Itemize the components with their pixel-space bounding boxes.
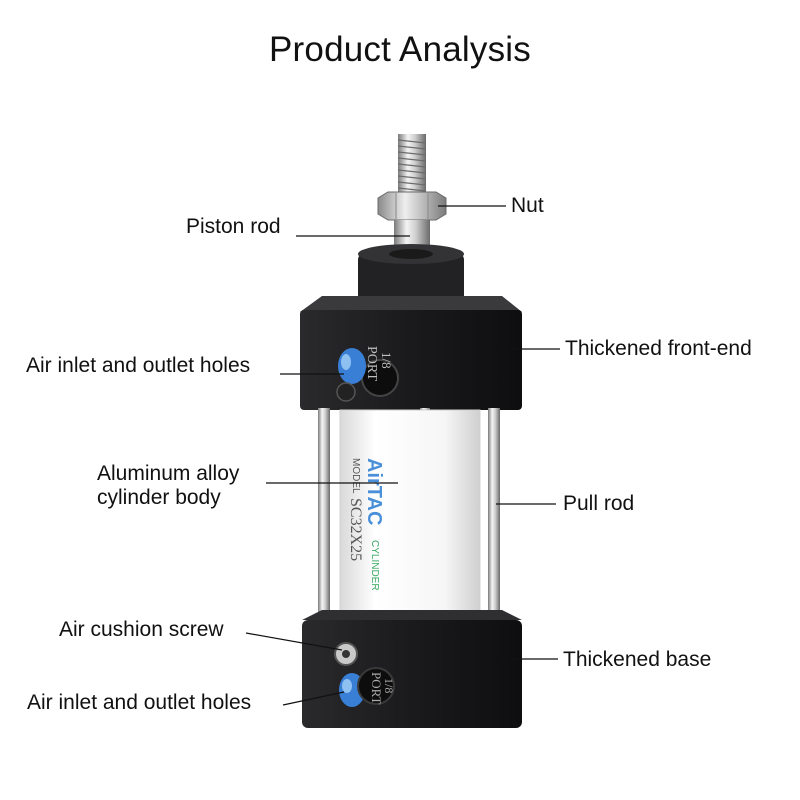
leader-air-holes-bottom bbox=[282, 691, 345, 706]
cushion-screw-part bbox=[334, 642, 358, 666]
page-title: Product Analysis bbox=[269, 30, 531, 69]
leader-cushion-screw bbox=[245, 632, 343, 651]
top-port-print: PORT 1/8 bbox=[364, 346, 394, 381]
label-air-holes-bottom: Air inlet and outlet holes bbox=[27, 691, 252, 714]
bottom-port-label: PORT bbox=[369, 672, 384, 705]
top-port-size: 1/8 bbox=[379, 352, 394, 369]
label-body-line2: cylinder body bbox=[97, 486, 221, 509]
label-piston-rod: Piston rod bbox=[186, 215, 281, 238]
barrel-model-label: MODEL bbox=[350, 458, 361, 494]
base-block bbox=[302, 610, 522, 728]
front-end-block bbox=[300, 296, 522, 410]
bottom-port-print: PORT 1/8 bbox=[369, 672, 396, 705]
label-body-line1: Aluminum alloy bbox=[97, 462, 240, 485]
label-cushion-screw: Air cushion screw bbox=[59, 618, 224, 641]
bottom-air-fitting bbox=[339, 667, 395, 707]
bottom-port-size: 1/8 bbox=[382, 678, 396, 693]
barrel-brand-text: AirTAC bbox=[363, 458, 385, 525]
top-air-fitting bbox=[336, 348, 366, 402]
label-air-holes-top: Air inlet and outlet holes bbox=[26, 354, 251, 377]
label-pull-rod: Pull rod bbox=[563, 492, 635, 515]
leader-lines bbox=[245, 205, 560, 706]
barrel-type-text: CYLINDER bbox=[369, 540, 380, 591]
cylinder-barrel bbox=[339, 409, 481, 623]
label-thickened-base: Thickened base bbox=[563, 648, 712, 671]
label-nut: Nut bbox=[511, 194, 544, 217]
thread-end bbox=[397, 134, 427, 196]
barrel-print: AirTAC MODEL SC32X25 CYLINDER bbox=[347, 458, 385, 591]
label-thickened-front-end: Thickened front-end bbox=[565, 337, 752, 360]
nut-part bbox=[377, 191, 447, 221]
barrel-model-text: SC32X25 bbox=[347, 498, 364, 561]
top-port-label: PORT bbox=[364, 346, 379, 381]
